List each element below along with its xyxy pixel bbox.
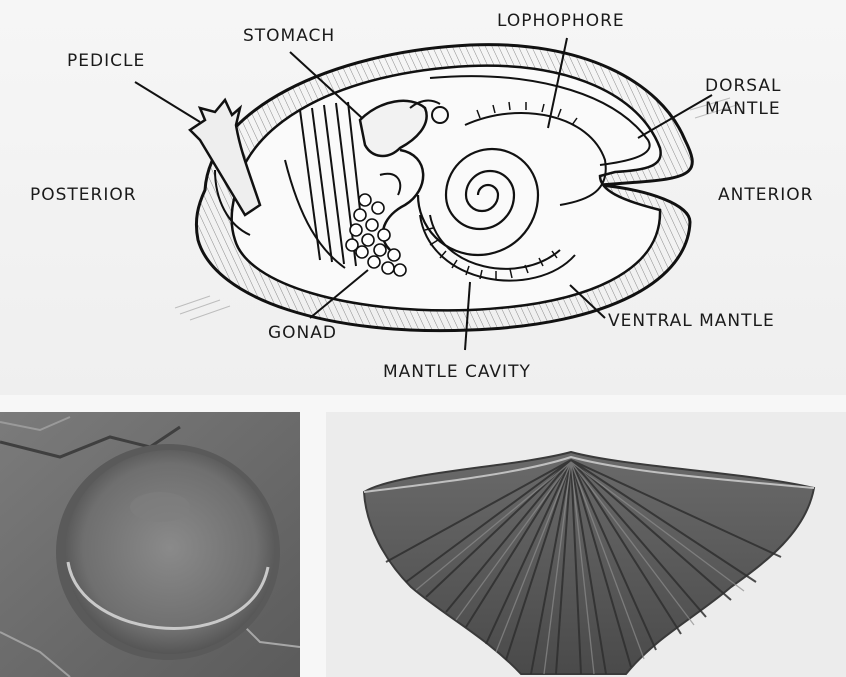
brachiopod-anatomy-diagram: STOMACH LOPHOPHORE PEDICLE DORSAL MANTLE… — [0, 0, 846, 395]
label-anterior: ANTERIOR — [718, 184, 814, 207]
label-posterior: POSTERIOR — [30, 184, 137, 207]
label-ventral-mantle: VENTRAL MANTLE — [608, 310, 775, 333]
photo-ribbed-spiriferid-fossil — [326, 412, 846, 677]
label-lophophore: LOPHOPHORE — [497, 10, 625, 33]
photo-round-brachiopod-fossil — [0, 412, 300, 677]
label-dorsal-mantle: DORSAL MANTLE — [705, 75, 782, 121]
label-gonad: GONAD — [268, 322, 337, 345]
label-stomach: STOMACH — [243, 25, 335, 48]
label-pedicle: PEDICLE — [67, 50, 145, 73]
label-mantle-cavity: MANTLE CAVITY — [383, 361, 531, 384]
